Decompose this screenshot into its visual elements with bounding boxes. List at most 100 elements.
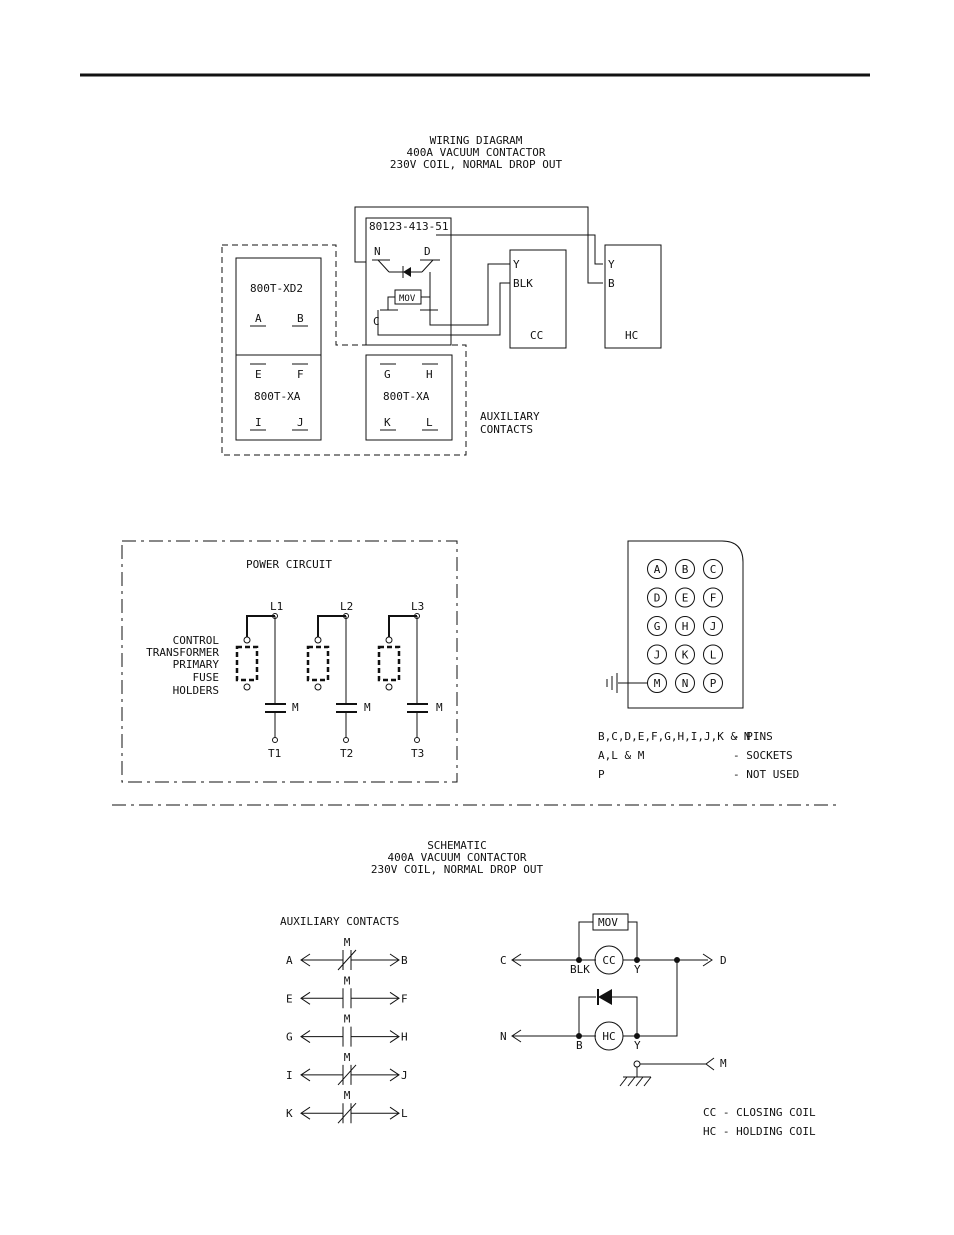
wire-to-hc-b bbox=[354, 206, 603, 284]
contact-k: K bbox=[384, 416, 391, 429]
connector-legend-2-right: - SOCKETS bbox=[733, 749, 793, 762]
ground-icon bbox=[619, 1076, 652, 1087]
line-l1: L1 bbox=[270, 600, 283, 613]
power-circuit-frame bbox=[121, 540, 458, 783]
contact-l: L bbox=[426, 416, 433, 429]
terminal-c: C bbox=[373, 315, 380, 328]
terminal-t1: T1 bbox=[268, 747, 281, 760]
aux-m-label: M bbox=[344, 1089, 351, 1102]
aux-contacts-title: AUXILIARY CONTACTS bbox=[280, 915, 399, 928]
schem-hc: HC bbox=[602, 1030, 615, 1043]
aux-left-label: A bbox=[286, 954, 293, 967]
connector-pin bbox=[675, 644, 695, 665]
connector-pin bbox=[703, 644, 723, 665]
line-l3: L3 bbox=[411, 600, 424, 613]
connector-pin bbox=[647, 644, 667, 665]
wiring-title-3: 230V COIL, NORMAL DROP OUT bbox=[390, 158, 563, 171]
schematic-title-3: 230V COIL, NORMAL DROP OUT bbox=[371, 863, 544, 876]
connector-outline bbox=[627, 540, 744, 709]
fuse-label-3: PRIMARY bbox=[173, 658, 220, 671]
wiring-title-1: WIRING DIAGRAM bbox=[430, 134, 523, 147]
aux-contact-row: E F M bbox=[286, 974, 408, 1009]
connector-pin bbox=[647, 587, 667, 608]
connector-pin bbox=[675, 616, 695, 636]
schem-diode-icon bbox=[598, 989, 612, 1005]
legend-hc: HC - HOLDING COIL bbox=[703, 1125, 816, 1138]
connector-legend-1-left: B,C,D,E,F,G,H,I,J,K & N bbox=[598, 730, 750, 743]
block-800t-xa-left bbox=[235, 354, 322, 441]
module-box bbox=[365, 217, 452, 346]
phase-3: L3 M T3 bbox=[377, 600, 443, 760]
contact-j: J bbox=[297, 416, 304, 429]
schem-mov: MOV bbox=[598, 916, 618, 929]
connector-pin-label: L bbox=[710, 649, 717, 662]
connector-pin-label: J bbox=[710, 620, 717, 633]
contact-m-2: M bbox=[364, 701, 371, 714]
schematic: SCHEMATIC 400A VACUUM CONTACTOR 230V COI… bbox=[280, 839, 816, 1138]
connector-pin-label: M bbox=[654, 677, 661, 690]
phase-2: L2 M T2 bbox=[306, 600, 371, 760]
contact-m-1: M bbox=[292, 701, 299, 714]
schem-b: B bbox=[576, 1039, 583, 1052]
schem-y1: Y bbox=[634, 963, 641, 976]
connector-pin bbox=[703, 616, 723, 636]
connector-pin bbox=[675, 673, 695, 693]
schematic-title-1: SCHEMATIC bbox=[427, 839, 487, 852]
aux-dashed-enclosure bbox=[221, 244, 467, 456]
connector-pin-label: K bbox=[682, 649, 689, 662]
aux-left-label: G bbox=[286, 1031, 293, 1044]
aux-m-label: M bbox=[344, 1051, 351, 1064]
wiring-title-2: 400A VACUUM CONTACTOR bbox=[406, 146, 545, 159]
wiring-diagram: WIRING DIAGRAM 400A VACUUM CONTACTOR 230… bbox=[221, 134, 662, 456]
schem-y2: Y bbox=[634, 1039, 641, 1052]
connector-pin-label: C bbox=[710, 563, 717, 576]
cc-label: CC bbox=[530, 329, 543, 342]
block2-bottom-label: 800T-XA bbox=[383, 390, 430, 403]
contact-e: E bbox=[255, 368, 262, 381]
block1-bottom-label: 800T-XA bbox=[254, 390, 301, 403]
connector-pin-label: P bbox=[710, 677, 717, 690]
connector-pin bbox=[675, 587, 695, 608]
connector-pin bbox=[647, 559, 667, 579]
coil-circuit: C MOV CC BLK Y D N HC bbox=[500, 913, 816, 1138]
contact-m-3: M bbox=[436, 701, 443, 714]
power-circuit-title: POWER CIRCUIT bbox=[246, 558, 332, 571]
cc-y: Y bbox=[513, 258, 520, 271]
connector-pin bbox=[675, 559, 695, 579]
connector-pin-label: D bbox=[654, 592, 661, 605]
contact-b: B bbox=[297, 312, 304, 325]
fuse-label-2: TRANSFORMER bbox=[146, 646, 219, 659]
schem-c: C bbox=[500, 954, 507, 967]
connector-legend-2-left: A,L & M bbox=[598, 749, 645, 762]
schem-d: D bbox=[720, 954, 727, 967]
aux-right-label: F bbox=[401, 992, 408, 1005]
connector-legend-1-right: - PINS bbox=[733, 730, 773, 743]
connector-pin-label: A bbox=[654, 563, 661, 576]
connector-pin bbox=[703, 559, 723, 579]
aux-m-label: M bbox=[344, 1013, 351, 1026]
connector-pin bbox=[647, 616, 667, 636]
aux-left-label: E bbox=[286, 992, 293, 1005]
hc-b: B bbox=[608, 277, 615, 290]
wire-to-hc-y bbox=[436, 234, 603, 265]
connector-pin-label: N bbox=[682, 677, 689, 690]
connector-pin-label: B bbox=[682, 563, 689, 576]
block-800t-xd2 bbox=[235, 257, 322, 356]
terminal-t2: T2 bbox=[340, 747, 353, 760]
contact-i: I bbox=[255, 416, 262, 429]
aux-m-label: M bbox=[344, 974, 351, 987]
aux-left-label: K bbox=[286, 1107, 293, 1120]
fuse-label-5: HOLDERS bbox=[173, 684, 219, 697]
connector-pin bbox=[703, 673, 723, 693]
contact-g: G bbox=[384, 368, 391, 381]
part-number: 80123-413-51 bbox=[369, 220, 448, 233]
fuse-label-4: FUSE bbox=[193, 671, 220, 684]
aux-contacts-label-1: AUXILIARY bbox=[480, 410, 540, 423]
hc-y: Y bbox=[608, 258, 615, 271]
aux-left-label: I bbox=[286, 1069, 293, 1082]
